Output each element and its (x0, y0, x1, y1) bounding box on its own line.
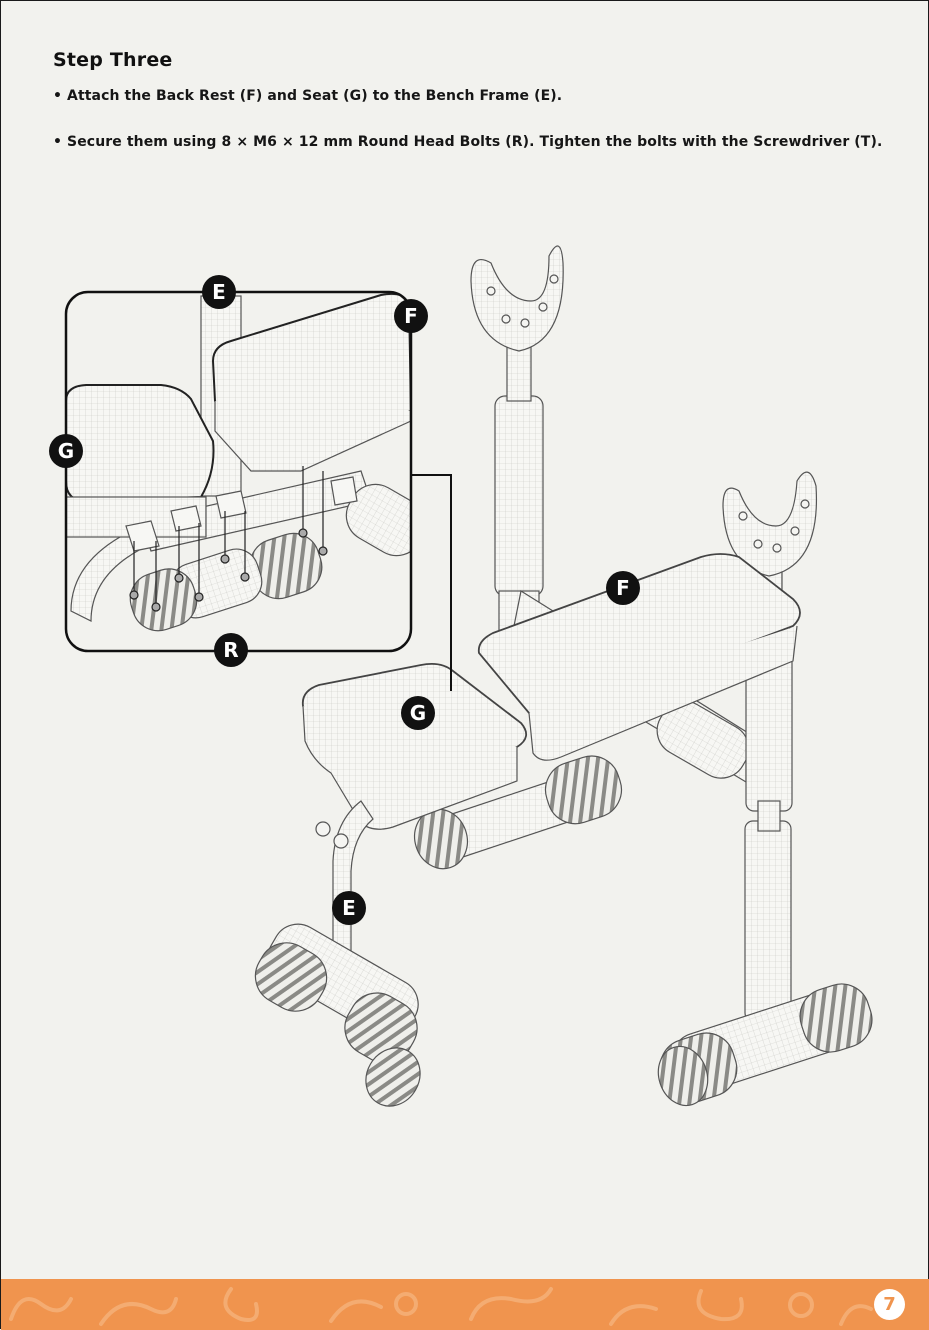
inset-detail (66, 292, 435, 651)
page-number: 7 (874, 1289, 905, 1320)
assembly-illustration: E F G R F G E (1, 1, 929, 1279)
callout-e-main: E (332, 891, 366, 925)
callout-g-inset: G (49, 434, 83, 468)
callout-f-inset-label: F (404, 304, 418, 328)
callout-g-main: G (401, 696, 435, 730)
callout-e-main-label: E (342, 896, 356, 920)
inset-leader-line (411, 475, 451, 691)
callout-f-main-label: F (616, 576, 630, 600)
callout-f-inset: F (394, 299, 428, 333)
footer-band: 7 (1, 1279, 929, 1330)
callout-e-inset: E (202, 275, 236, 309)
callout-r-inset-label: R (223, 638, 238, 662)
callout-r-inset: R (214, 633, 248, 667)
callout-g-inset-label: G (58, 439, 74, 463)
callout-e-inset-label: E (212, 280, 226, 304)
swirl-pattern (1, 1279, 929, 1330)
callout-g-main-label: G (410, 701, 426, 725)
callout-f-main: F (606, 571, 640, 605)
